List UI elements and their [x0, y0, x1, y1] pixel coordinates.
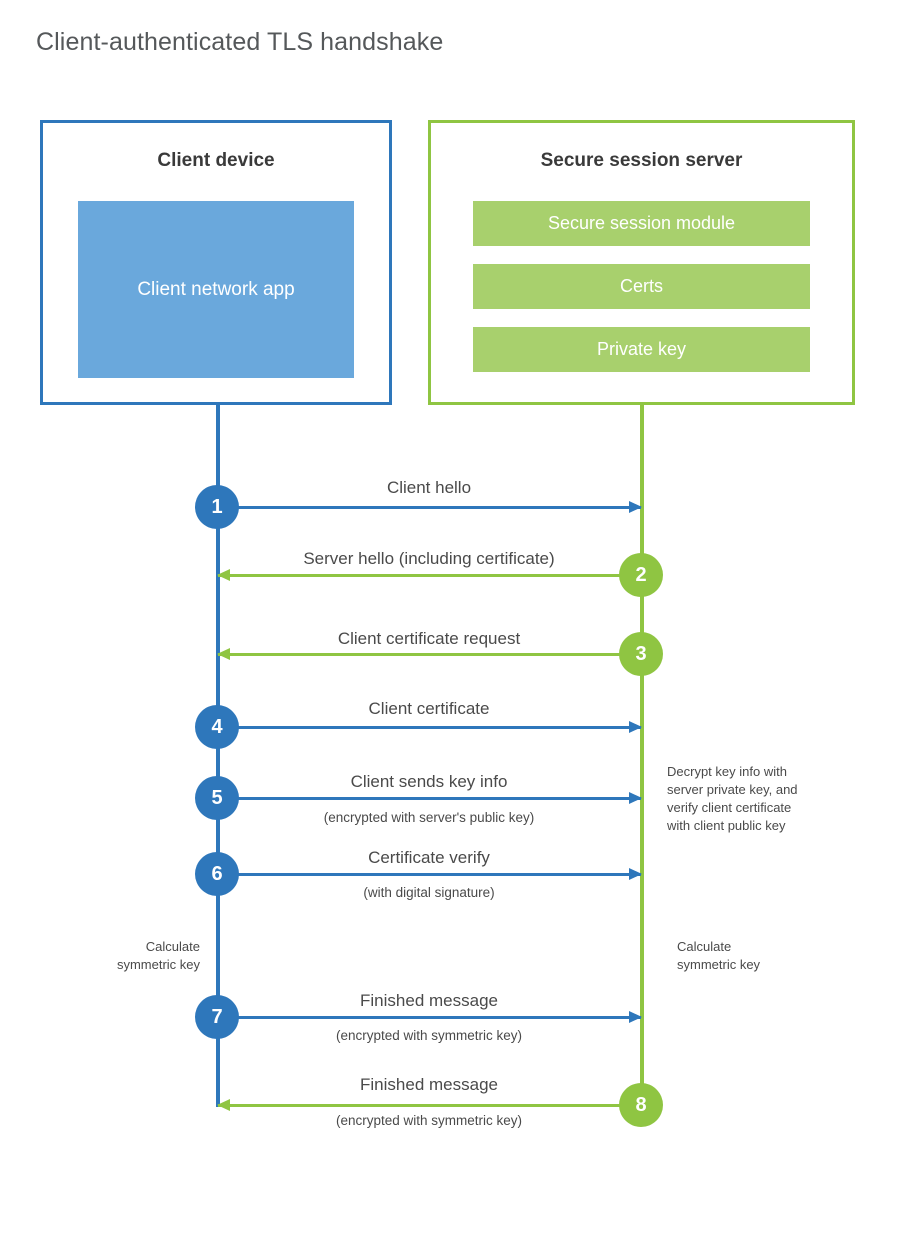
step-badge-1[interactable]: 1: [195, 485, 239, 529]
secure-session-server-title: Secure session server: [540, 150, 743, 171]
arrow-head-right-icon: [629, 501, 642, 513]
server-calculate-note-line-1: Calculate: [677, 939, 732, 954]
step-7-arrow: [218, 1011, 642, 1023]
step-2-label: Server hello (including certificate): [303, 549, 555, 568]
arrow-head-right-icon: [629, 868, 642, 880]
client-device-box: Client device Client network app: [40, 120, 392, 405]
step-6-sublabel: (with digital signature): [363, 885, 495, 900]
step-8-sublabel: (encrypted with symmetric key): [335, 1113, 523, 1128]
step-3-label: Client certificate request: [337, 629, 521, 648]
step-5-arrow: [218, 792, 642, 804]
server-decrypt-note-line-2: server private key, and: [667, 781, 798, 797]
step-4-label: Client certificate: [368, 699, 490, 718]
step-badge-3[interactable]: 3: [619, 632, 663, 676]
client-calculate-note-line-1: Calculate: [145, 939, 200, 954]
server-decrypt-note-line-1: Decrypt key info with: [667, 764, 787, 779]
step-badge-5[interactable]: 5: [195, 776, 239, 820]
arrow-head-right-icon: [629, 721, 642, 733]
arrow-head-right-icon: [629, 1011, 642, 1023]
step-5-label: Client sends key info: [350, 772, 508, 791]
step-1-arrow: [218, 501, 642, 513]
arrow-head-left-icon: [217, 569, 230, 581]
step-badge-7[interactable]: 7: [195, 995, 239, 1039]
step-7-label: Finished message: [360, 991, 498, 1010]
server-calculate-symmetric-key-note: Calculate symmetric key: [677, 938, 857, 974]
step-8-arrow: [217, 1099, 641, 1111]
server-calculate-note-line-2: symmetric key: [677, 956, 761, 972]
server-component-certs: Certs: [473, 264, 810, 309]
step-badge-4[interactable]: 4: [195, 705, 239, 749]
step-6-arrow: [218, 868, 642, 880]
step-1-label: Client hello: [386, 478, 472, 497]
step-2-arrow: [217, 569, 641, 581]
arrow-head-right-icon: [629, 792, 642, 804]
server-decrypt-note-line-3: verify client certificate: [667, 799, 792, 815]
step-badge-2[interactable]: 2: [619, 553, 663, 597]
server-lifeline: [640, 403, 644, 1106]
server-decrypt-note-line-4: with client public key: [667, 817, 786, 833]
server-component-private-key: Private key: [473, 327, 810, 372]
step-3-arrow: [217, 648, 641, 660]
client-network-app-block: Client network app: [78, 201, 354, 378]
page-title: Client-authenticated TLS handshake: [36, 28, 444, 56]
client-calculate-note-line-2: symmetric key: [116, 956, 200, 972]
step-8-label: Finished message: [360, 1075, 498, 1094]
step-4-arrow: [218, 721, 642, 733]
step-5-sublabel: (encrypted with server's public key): [323, 810, 535, 825]
step-badge-6[interactable]: 6: [195, 852, 239, 896]
step-7-sublabel: (encrypted with symmetric key): [335, 1028, 523, 1043]
client-calculate-symmetric-key-note: Calculate symmetric key: [60, 938, 200, 974]
arrow-head-left-icon: [217, 648, 230, 660]
arrow-head-left-icon: [217, 1099, 230, 1111]
step-6-label: Certificate verify: [368, 848, 490, 867]
server-decrypt-note: Decrypt key info with server private key…: [667, 763, 842, 835]
secure-session-server-box: Secure session server Secure session mod…: [428, 120, 855, 405]
client-lifeline: [216, 403, 220, 1107]
step-badge-8[interactable]: 8: [619, 1083, 663, 1127]
client-device-title: Client device: [157, 150, 275, 171]
server-component-secure-session-module: Secure session module: [473, 201, 810, 246]
